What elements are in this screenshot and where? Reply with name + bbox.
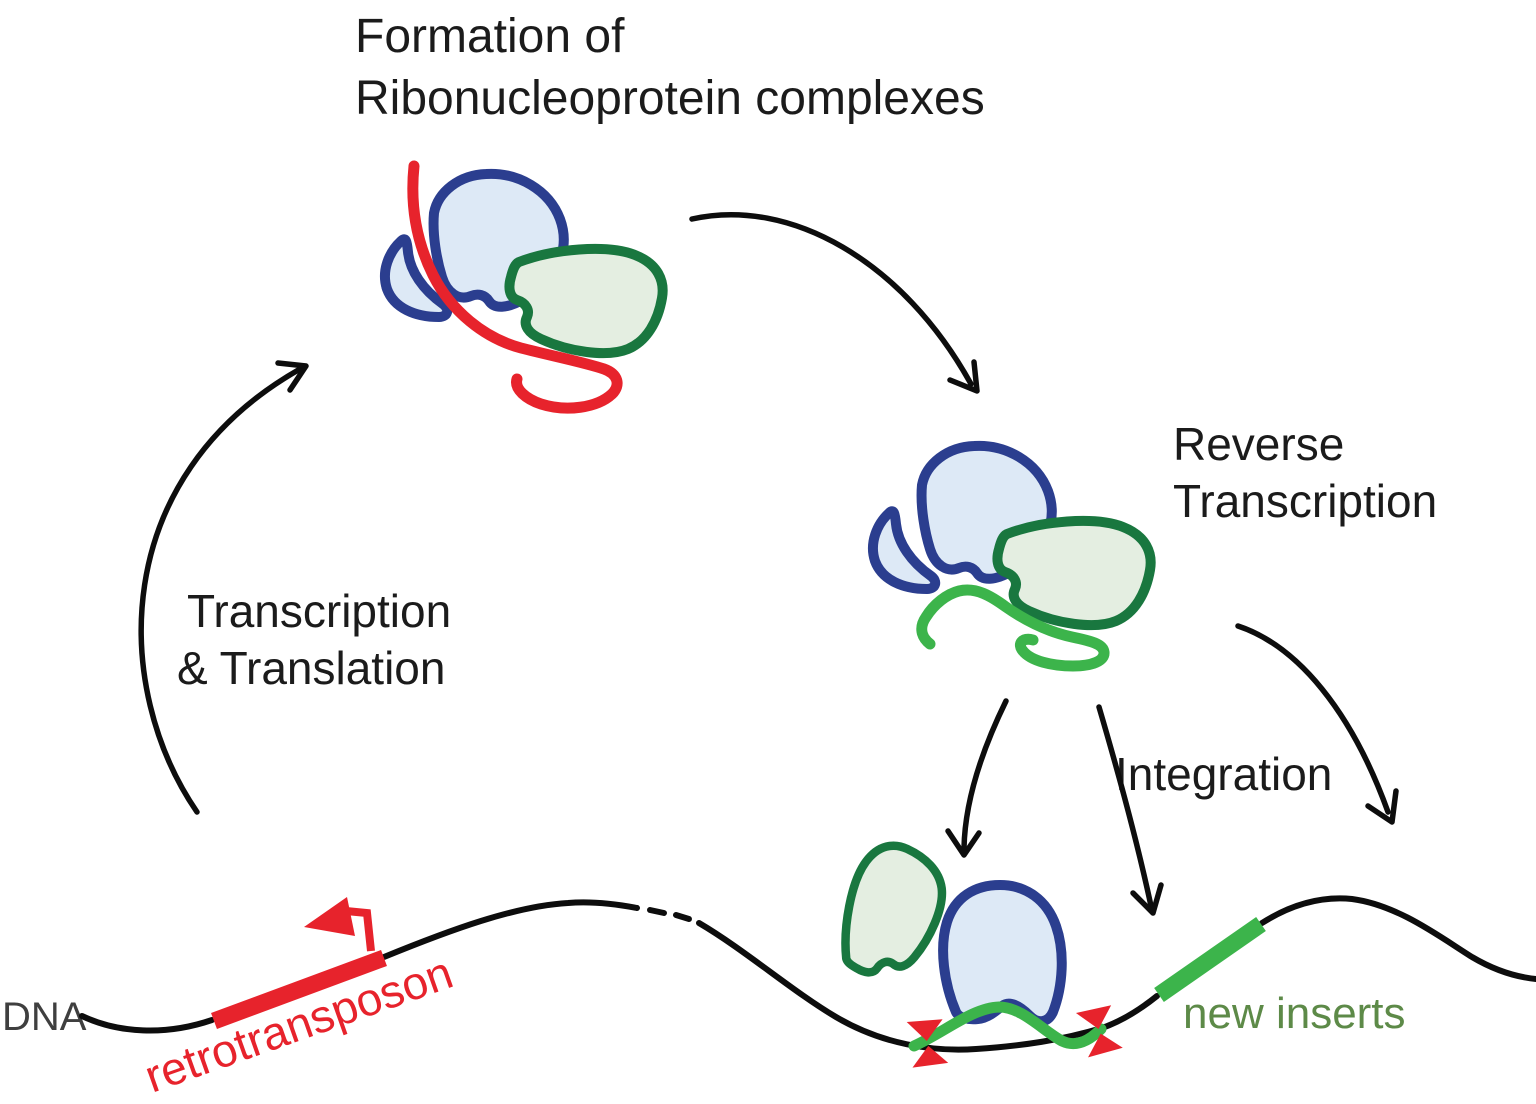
new-inserts-label: new inserts <box>1183 989 1406 1038</box>
bowtie-lower-triangle-icon <box>912 1045 949 1068</box>
promoter-arrow-stem <box>345 907 375 952</box>
dna-label: DNA <box>2 995 87 1039</box>
arrow-curve <box>1235 623 1391 815</box>
rnp-complex-reverse-transcription <box>873 446 1151 672</box>
arrow-curve <box>689 212 974 387</box>
reverse-transcription-label-line-1: Reverse <box>1173 418 1344 470</box>
rnp-complex-formation <box>385 160 663 414</box>
retrotransposon-bar <box>211 950 387 1029</box>
arrowhead-icon <box>947 359 980 394</box>
bowtie-upper-triangle-icon <box>1075 1005 1112 1030</box>
green-subunit-tilted <box>833 838 952 987</box>
transcription-translation-label-line-1: Transcription <box>187 585 451 637</box>
blue-integrase-dome <box>938 880 1067 1027</box>
bowtie-upper-triangle-icon <box>906 1019 943 1042</box>
rnp-core-shapes <box>873 446 1151 625</box>
title-line-2: Ribonucleoprotein complexes <box>355 72 985 125</box>
arrow-curve <box>138 366 303 815</box>
new-insert-bar <box>1154 917 1266 1002</box>
arrow-curve <box>1096 704 1154 909</box>
cdna-strand <box>916 584 1110 672</box>
integration-label: Integration <box>1115 748 1332 800</box>
dna-gap-dash-2 <box>673 912 692 922</box>
promoter-arrowhead-icon <box>304 897 355 936</box>
arrow-integration-middle <box>1096 704 1164 916</box>
integrated-dna-strand <box>908 1001 1107 1052</box>
arrowhead-icon <box>1365 788 1399 825</box>
arrowhead-icon <box>275 360 309 393</box>
dna-gap-dash-1 <box>647 907 667 916</box>
mrna-strand <box>407 160 623 414</box>
transcription-translation-label-line-2: & Translation <box>177 642 445 694</box>
reverse-transcription-label-line-2: Transcription <box>1173 475 1437 527</box>
dna-line-far-right <box>1259 895 1536 982</box>
arrow-integration-right <box>1235 623 1399 825</box>
arrowhead-icon <box>945 828 982 858</box>
bowtie-lower-triangle-icon <box>1088 1033 1123 1058</box>
arrow-transcription-translation <box>138 360 309 815</box>
dna-line-left <box>79 1013 215 1034</box>
dna-line-right <box>696 920 1160 1053</box>
target-site-marker-left <box>906 1019 949 1068</box>
dna-strand <box>79 895 1536 1053</box>
arrow-curve <box>961 698 1009 851</box>
arrow-to-integration-complex <box>945 698 1009 858</box>
integration-complex <box>833 838 1123 1068</box>
title-line-1: Formation of <box>355 10 625 63</box>
arrowhead-icon <box>1130 882 1164 916</box>
target-site-marker-right <box>1075 1005 1123 1058</box>
retrotransposon-locus <box>211 897 387 1029</box>
dna-line-mid <box>381 899 640 960</box>
arrow-formation-to-reverse-transcription <box>689 212 980 394</box>
